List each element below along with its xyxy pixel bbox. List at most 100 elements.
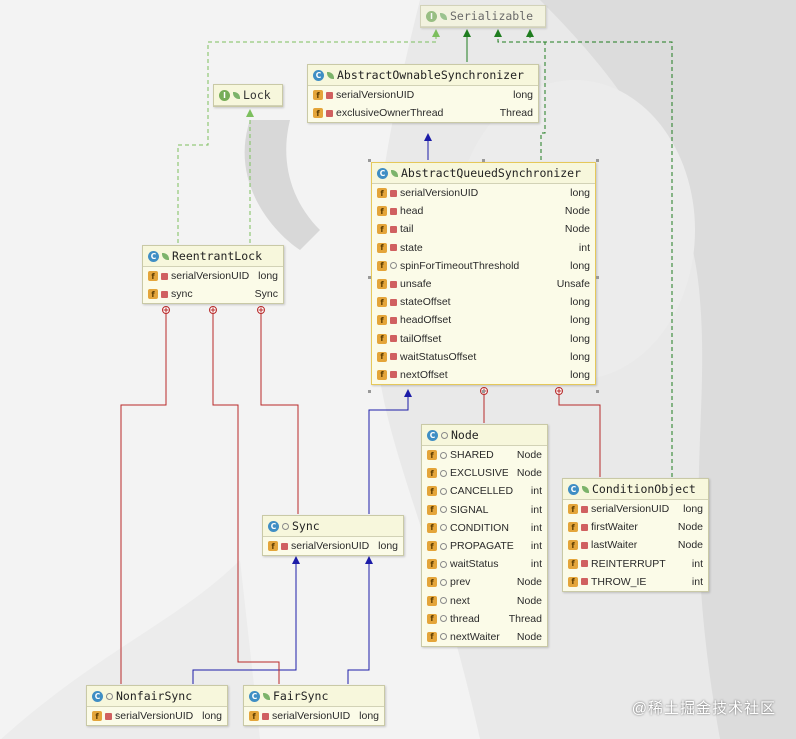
field-icon: f (427, 468, 437, 479)
class-icon: C (427, 429, 438, 441)
field-name: tail (400, 223, 414, 236)
field-icon: f (377, 224, 387, 235)
package-visibility-icon (106, 692, 113, 700)
field-icon: f (377, 279, 387, 290)
field-icon: f (427, 595, 437, 606)
selection-handle[interactable] (482, 159, 485, 162)
watermark: @稀土掘金技术社区 (631, 700, 776, 717)
class-icon: C (249, 690, 260, 702)
field-name: serialVersionUID (171, 270, 250, 283)
leaf-icon (233, 91, 240, 99)
class-lock[interactable]: I Lock (213, 84, 283, 107)
selection-handle[interactable] (596, 390, 599, 393)
private-lock-icon (390, 189, 397, 197)
selection-handle[interactable] (482, 390, 485, 393)
class-title: Sync (292, 519, 320, 533)
class-header: C NonfairSync (87, 686, 227, 707)
field-type: int (530, 540, 542, 553)
private-lock-icon (390, 225, 397, 233)
class-title: Lock (243, 88, 271, 102)
private-lock-icon (581, 523, 588, 531)
field-icon: f (427, 504, 437, 515)
class-title: Serializable (450, 9, 534, 23)
selection-handle[interactable] (596, 276, 599, 279)
field-icon: f (377, 315, 387, 326)
field-name: SHARED (450, 449, 494, 462)
selection-handle[interactable] (368, 159, 371, 162)
private-lock-icon (390, 244, 397, 252)
field-name: stateOffset (400, 296, 451, 309)
field-type: Node (516, 449, 542, 462)
field-type: long (570, 187, 590, 200)
field-icon: f (427, 631, 437, 642)
interface-icon: I (426, 10, 437, 22)
field-icon: f (427, 450, 437, 461)
field-type: long (513, 89, 533, 102)
field-type: long (378, 540, 398, 553)
field-icon: f (377, 333, 387, 344)
package-visibility-icon (440, 524, 447, 532)
field-icon: f (249, 711, 259, 722)
leaf-icon (391, 169, 398, 177)
leaf-icon (582, 485, 589, 493)
selection-handle[interactable] (368, 276, 371, 279)
leaf-icon (263, 692, 270, 700)
field-type: int (578, 241, 590, 254)
class-icon: C (148, 250, 159, 262)
field-icon: f (568, 504, 578, 515)
class-serializable[interactable]: I Serializable (420, 5, 546, 28)
selection-handle[interactable] (368, 390, 371, 393)
field-name: serialVersionUID (336, 89, 415, 102)
field-name: firstWaiter (591, 521, 638, 534)
field-name: serialVersionUID (115, 710, 194, 723)
field-name: lastWaiter (591, 539, 638, 552)
class-header: C FairSync (244, 686, 384, 707)
field-row[interactable]: f SHARED Node (422, 446, 547, 464)
field-icon: f (148, 271, 158, 282)
field-icon: f (313, 108, 323, 119)
field-name: state (400, 241, 423, 254)
selection-handle[interactable] (596, 159, 599, 162)
